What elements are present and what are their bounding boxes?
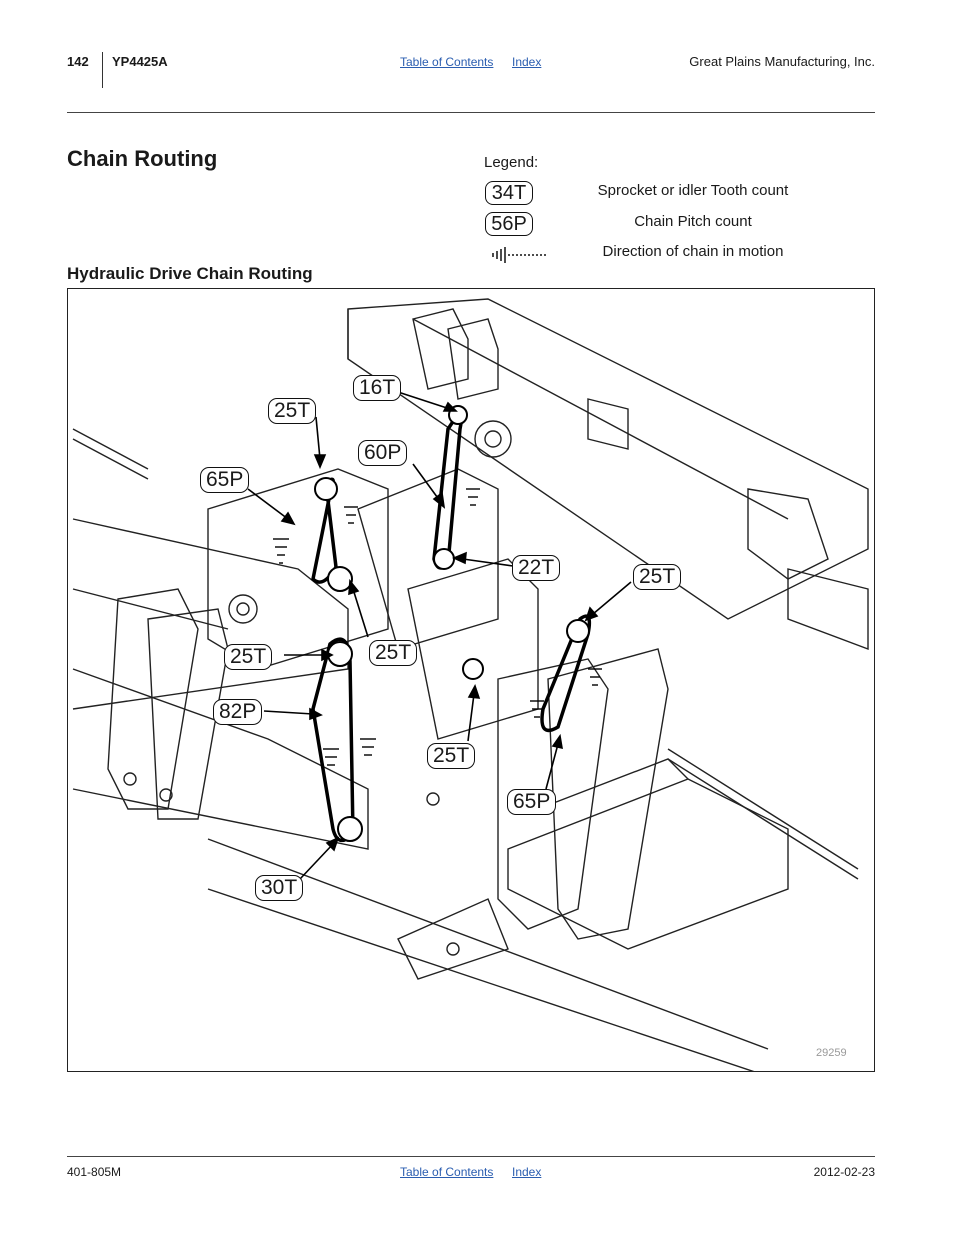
chain-direction-icon bbox=[492, 247, 546, 263]
callout-30t: 30T bbox=[255, 875, 304, 901]
legend-pitch-symbol: 56P bbox=[485, 212, 533, 236]
toc-link-top[interactable]: Table of Contents bbox=[400, 55, 494, 69]
header-divider bbox=[102, 52, 103, 88]
legend-pitch-description: Chain Pitch count bbox=[634, 213, 752, 230]
legend-direction-description: Direction of chain in motion bbox=[602, 243, 784, 260]
callout-25t-upper-left: 25T bbox=[268, 398, 317, 424]
callout-25t-mid-left: 25T bbox=[224, 644, 273, 670]
callout-25t-center: 25T bbox=[369, 640, 418, 666]
publication-date: 2012-02-23 bbox=[813, 1165, 875, 1179]
machine-line-drawing bbox=[72, 298, 869, 1071]
legend-tooth-symbol: 34T bbox=[485, 181, 533, 205]
section-title: Chain Routing bbox=[67, 146, 218, 171]
index-link-top[interactable]: Index bbox=[512, 55, 542, 69]
callout-25t-lower: 25T bbox=[427, 743, 476, 769]
legend-label: Legend: bbox=[484, 154, 539, 171]
footer-rule bbox=[67, 1156, 875, 1157]
company-name: Great Plains Manufacturing, Inc. bbox=[689, 54, 875, 69]
chain-routing-diagram: 16T 25T 60P 65P 22T 25T 25T 25T 82P 25T … bbox=[67, 288, 875, 1072]
model-number: YP4425A bbox=[112, 54, 168, 69]
section-subtitle: Hydraulic Drive Chain Routing bbox=[67, 264, 313, 283]
legend-tooth-description: Sprocket or idler Tooth count bbox=[597, 182, 789, 199]
callout-65p-left: 65P bbox=[200, 467, 250, 493]
callout-60p: 60P bbox=[358, 440, 408, 466]
callout-16t: 16T bbox=[353, 375, 402, 401]
callout-22t: 22T bbox=[512, 555, 561, 581]
callout-65p-right: 65P bbox=[507, 789, 557, 815]
toc-link-bottom[interactable]: Table of Contents bbox=[400, 1165, 494, 1179]
callout-25t-right: 25T bbox=[633, 564, 682, 590]
header-rule bbox=[67, 112, 875, 113]
document-number: 401-805M bbox=[67, 1165, 122, 1179]
callout-82p: 82P bbox=[213, 699, 263, 725]
page-number: 142 bbox=[67, 54, 89, 69]
figure-number: 29259 bbox=[816, 1047, 847, 1059]
index-link-bottom[interactable]: Index bbox=[512, 1165, 542, 1179]
